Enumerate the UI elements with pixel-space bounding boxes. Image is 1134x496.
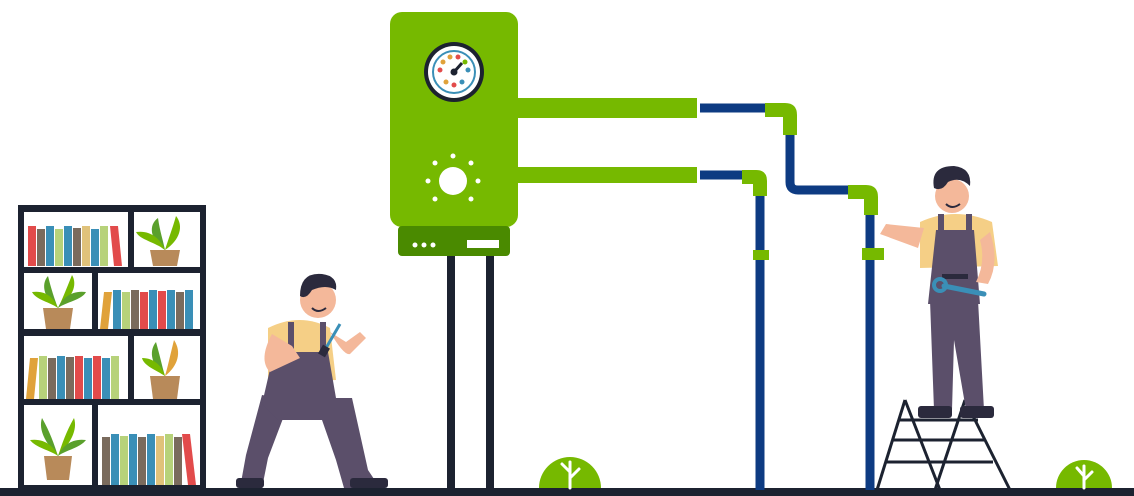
plant-icon [142, 340, 180, 399]
floor-line [0, 488, 1134, 496]
plumber-kneeling [236, 273, 388, 488]
wrench-icon [932, 277, 987, 297]
books-row-1 [28, 226, 122, 266]
plant-icon [32, 275, 86, 329]
boiler-leg [447, 254, 455, 490]
books-row-3 [26, 356, 119, 399]
boiler-leg [486, 254, 494, 490]
bush [1056, 460, 1112, 490]
boiler-unit [390, 12, 518, 256]
plant-icon [30, 418, 86, 480]
thermometer-gauge-icon [424, 42, 484, 102]
books-row-2 [100, 290, 193, 329]
water-pipes [700, 103, 875, 490]
sun-dial-icon [425, 153, 481, 202]
plant-icon [136, 216, 181, 266]
pipe-fittings [515, 98, 884, 260]
screwdriver-icon [318, 323, 342, 358]
bookshelf [18, 205, 206, 490]
bush [539, 457, 601, 490]
plumber-standing [880, 166, 998, 418]
books-row-4 [102, 434, 196, 485]
